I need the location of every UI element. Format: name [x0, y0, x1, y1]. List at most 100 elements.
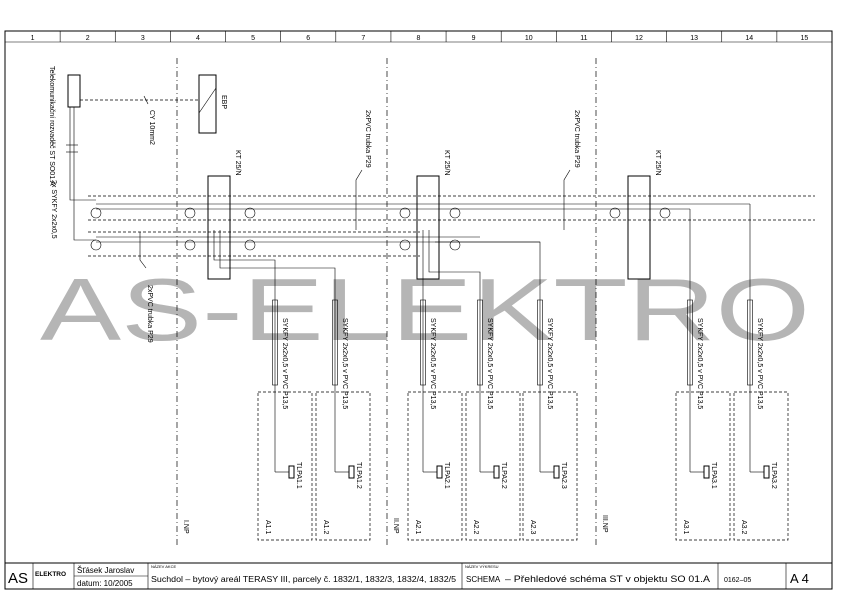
grid-column-label: 11 — [580, 35, 587, 42]
socket-icon — [348, 465, 355, 479]
kt-box-1 — [207, 175, 231, 280]
drop-cable-label: SYKFY 2x2x0,5 v PVC P13,5 — [486, 318, 493, 409]
room-boundary — [407, 391, 463, 541]
socket-icon — [703, 465, 710, 479]
pvc-tube-leader-1 — [355, 169, 363, 230]
socket-icon — [288, 465, 295, 479]
grid-column-label: 7 — [361, 35, 365, 42]
date: datum: 10/2005 — [77, 579, 133, 588]
socket-icon — [763, 465, 770, 479]
author: Šťásek Jaroslav — [77, 566, 134, 575]
ebp-box — [198, 74, 217, 134]
grid-column-label: 9 — [472, 35, 476, 42]
kt1-wire-a — [213, 230, 276, 300]
riser-cable-b — [73, 107, 96, 241]
room-boundary — [675, 391, 731, 541]
paper-format: A 4 — [790, 571, 809, 586]
pvc-tube-label-1: 2xPVC trubka P29 — [364, 110, 371, 168]
room-boundary — [315, 391, 371, 541]
socket-icon — [493, 465, 500, 479]
floor-label-2: II.NP — [392, 518, 399, 534]
grid-column-label: 5 — [251, 35, 255, 42]
room-label: A2.2 — [472, 520, 479, 535]
grid-column-label: 4 — [196, 35, 200, 42]
project-name: Suchdol – bytový areál TERASY III, parce… — [151, 575, 457, 584]
kt-label-1: KT 25/N — [234, 150, 241, 176]
socket-icon — [436, 465, 443, 479]
socket-drops: SYKFY 2x2x0,5 v PVC P13,5TLPA1.1A1.1SYKF… — [257, 299, 789, 541]
main-cable-label: 2x SYKFY 2x2x0,5 — [50, 180, 57, 239]
pvc-tube-leader-3 — [139, 232, 147, 269]
telecom-cabinet — [67, 74, 81, 108]
grid-column-label: 1 — [31, 35, 35, 42]
socket-label: TLPA1.2 — [355, 462, 362, 489]
drawing-number: 0162–05 — [724, 577, 751, 584]
drop-cable-label: SYKFY 2x2x0,5 v PVC P13,5 — [281, 318, 288, 409]
grid-column-label: 6 — [306, 35, 310, 42]
grid-column-label: 10 — [525, 35, 533, 42]
room-label: A1.2 — [322, 520, 329, 535]
grid-column-label: 8 — [417, 35, 421, 42]
kt-box-2 — [416, 175, 440, 280]
ebp-label: EBP — [220, 95, 227, 109]
socket-label: TLPA2.2 — [500, 462, 507, 489]
socket-label: TLPA3.2 — [770, 462, 777, 489]
drawing-title: – Přehledové schéma ST v objektu SO 01.A — [505, 574, 710, 584]
room-boundary — [733, 391, 789, 541]
logo-as: AS — [8, 570, 28, 587]
drop-cable-label: SYKFY 2x2x0,5 v PVC P13,5 — [429, 318, 436, 409]
drop-cable-label: SYKFY 2x2x0,5 v PVC P13,5 — [756, 318, 763, 409]
pvc-tube-label-2: 2xPVC trubka P29 — [573, 110, 580, 168]
room-label: A2.3 — [529, 520, 536, 535]
kt1-wire-b — [219, 230, 336, 300]
floor-label-1: I.NP — [182, 520, 189, 534]
room-label: A1.1 — [264, 520, 271, 535]
room-boundary — [522, 391, 578, 541]
cy-cable-label: CY 10mm2 — [148, 110, 155, 145]
grid-column-label: 12 — [635, 35, 643, 42]
conduit-lower — [88, 231, 461, 257]
grid-column-label: 15 — [801, 35, 809, 42]
riser-cable-a — [69, 107, 96, 201]
kt2-wire-b — [428, 230, 481, 300]
room-label: A2.1 — [414, 520, 421, 535]
conduit-upper — [88, 195, 815, 221]
drawing-label: NÁZEV VÝKRESU — [465, 564, 499, 569]
kt-label-3: KT 25/N — [654, 150, 661, 176]
ground-cable-tick — [143, 95, 149, 105]
room-label: A3.1 — [682, 520, 689, 535]
logo-elektro: ELEKTRO — [35, 571, 66, 578]
floor-label-3: III.NP — [601, 515, 608, 533]
drop-cable-label: SYKFY 2x2x0,5 v PVC P13,5 — [696, 318, 703, 409]
socket-icon — [553, 465, 560, 479]
grid-column-label: 3 — [141, 35, 145, 42]
pvc-tube-label-3: 2xPVC trubka P29 — [146, 285, 153, 343]
socket-label: TLPA3.1 — [710, 462, 717, 489]
room-label: A3.2 — [740, 520, 747, 535]
kt-box-3 — [627, 175, 651, 280]
grid-column-label: 2 — [86, 35, 90, 42]
telecom-cabinet-label: Telekomunikační rozvaděč ST SO01.A — [48, 66, 55, 186]
kt2-wire-c — [435, 241, 541, 300]
drop-cable-label: SYKFY 2x2x0,5 v PVC P13,5 — [341, 318, 348, 409]
watermark: AS-ELEKTRO — [40, 260, 810, 359]
sheet-frame — [4, 30, 833, 590]
drop-cable-label: SYKFY 2x2x0,5 v PVC P13,5 — [546, 318, 553, 409]
room-boundary — [465, 391, 521, 541]
pvc-tube-leader-2 — [563, 169, 571, 230]
drawing-type: SCHEMA — [466, 575, 501, 584]
socket-label: TLPA2.1 — [443, 462, 450, 489]
socket-label: TLPA1.1 — [295, 462, 302, 489]
kt-label-2: KT 25/N — [443, 150, 450, 176]
ebp-diagonal — [198, 87, 217, 114]
grid-column-label: 13 — [690, 35, 698, 42]
room-boundary — [257, 391, 313, 541]
